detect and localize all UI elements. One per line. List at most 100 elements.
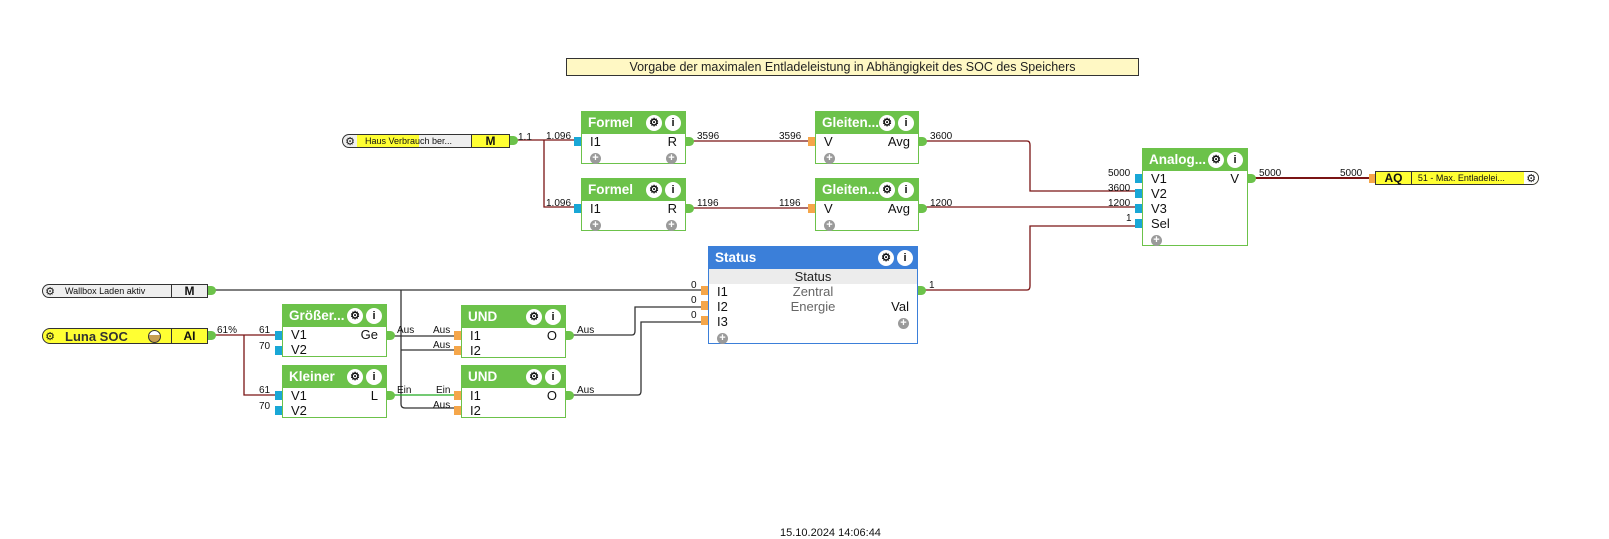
input-pin[interactable]: [1135, 189, 1142, 198]
output-pin[interactable]: [686, 137, 694, 146]
output-pin[interactable]: [1248, 174, 1256, 183]
add-output-icon[interactable]: +: [666, 220, 677, 231]
input-type: AI: [171, 329, 207, 343]
input-label: I3: [717, 314, 728, 329]
input-pin[interactable]: [454, 391, 461, 400]
input-label: V1: [291, 388, 307, 403]
output-pin[interactable]: [208, 331, 216, 340]
wire-value: 3596: [697, 131, 720, 142]
output-pin[interactable]: [387, 331, 395, 340]
wire-value: Aus: [577, 325, 595, 336]
input-pin[interactable]: [275, 391, 282, 400]
input-pin[interactable]: [701, 286, 708, 295]
gear-icon[interactable]: ⚙: [45, 330, 55, 343]
output-max-entladeleistung[interactable]: AQ 51 - Max. Entladelei... ⚙: [1375, 171, 1539, 185]
gear-icon[interactable]: ⚙: [879, 182, 895, 198]
input-pin[interactable]: [1369, 174, 1376, 183]
wire-value: 5000: [1340, 168, 1363, 179]
wire-value: 1: [1126, 213, 1132, 224]
add-input-icon[interactable]: +: [824, 153, 835, 164]
add-input-icon[interactable]: +: [1151, 235, 1162, 246]
gear-icon[interactable]: ⚙: [878, 250, 894, 266]
input-luna-soc[interactable]: ⚙ Luna SOC AI: [42, 328, 208, 344]
output-pin[interactable]: [566, 391, 574, 400]
info-icon[interactable]: i: [665, 182, 681, 198]
input-label: I2: [717, 299, 728, 314]
input-pin[interactable]: [574, 137, 581, 146]
gear-icon[interactable]: ⚙: [45, 285, 55, 298]
block-title: UND: [468, 369, 498, 384]
input-pin[interactable]: [808, 204, 815, 213]
gear-icon[interactable]: ⚙: [1208, 152, 1224, 168]
block-title: Gleiten...: [822, 182, 880, 197]
input-label: V: [824, 134, 833, 149]
info-icon[interactable]: i: [898, 182, 914, 198]
input-pin[interactable]: [701, 301, 708, 310]
add-output-icon[interactable]: +: [666, 153, 677, 164]
input-pin[interactable]: [1135, 174, 1142, 183]
wire-value: 1196: [779, 198, 801, 209]
gear-icon[interactable]: ⚙: [526, 369, 542, 385]
comment-box[interactable]: Vorgabe der maximalen Entladeleistung in…: [566, 58, 1139, 76]
wire-value: 1.096: [546, 131, 572, 142]
input-pin[interactable]: [454, 331, 461, 340]
gear-icon[interactable]: ⚙: [347, 369, 363, 385]
wire-gleiten1-analog: [925, 140, 1138, 192]
gear-icon[interactable]: ⚙: [879, 115, 895, 131]
gear-icon[interactable]: ⚙: [646, 182, 662, 198]
input-pin[interactable]: [454, 346, 461, 355]
wire-value: 0: [691, 295, 697, 306]
gear-icon[interactable]: ⚙: [347, 308, 363, 324]
input-pin[interactable]: [808, 137, 815, 146]
input-wallbox-laden-aktiv[interactable]: ⚙ Wallbox Laden aktiv M: [42, 284, 208, 298]
gear-icon[interactable]: ⚙: [345, 135, 355, 148]
add-input-icon[interactable]: +: [717, 333, 728, 344]
input-pin[interactable]: [275, 406, 282, 415]
gear-icon[interactable]: ⚙: [526, 309, 542, 325]
info-icon[interactable]: i: [1227, 152, 1243, 168]
output-pin[interactable]: [919, 137, 927, 146]
input-pin[interactable]: [701, 316, 708, 325]
output-pin[interactable]: [387, 391, 395, 400]
input-pin[interactable]: [275, 346, 282, 355]
info-icon[interactable]: i: [545, 369, 561, 385]
input-pin[interactable]: [454, 406, 461, 415]
wire-value: Aus: [397, 325, 415, 336]
input-pin[interactable]: [1135, 204, 1142, 213]
info-icon[interactable]: i: [665, 115, 681, 131]
block-title: Kleiner: [289, 369, 335, 384]
add-input-icon[interactable]: +: [590, 220, 601, 231]
add-output-icon[interactable]: +: [898, 318, 909, 329]
gear-icon[interactable]: ⚙: [646, 115, 662, 131]
input-pin[interactable]: [275, 331, 282, 340]
info-icon[interactable]: i: [898, 115, 914, 131]
info-icon[interactable]: i: [366, 308, 382, 324]
info-icon[interactable]: i: [897, 250, 913, 266]
output-pin[interactable]: [919, 204, 927, 213]
input-pin[interactable]: [1135, 219, 1142, 228]
output-pin[interactable]: [686, 204, 694, 213]
output-pin[interactable]: [208, 286, 216, 295]
info-icon[interactable]: i: [366, 369, 382, 385]
gear-icon[interactable]: ⚙: [1524, 172, 1538, 185]
wire-value: Aus: [433, 325, 451, 336]
output-pin[interactable]: [918, 286, 926, 295]
output-pin[interactable]: [510, 136, 518, 145]
input-pin[interactable]: [574, 204, 581, 213]
add-input-icon[interactable]: +: [824, 220, 835, 231]
info-icon[interactable]: i: [545, 309, 561, 325]
add-input-icon[interactable]: +: [590, 153, 601, 164]
input-haus-verbrauch[interactable]: ⚙ Haus Verbrauch ber... M: [342, 134, 510, 148]
output-pin[interactable]: [566, 331, 574, 340]
wire-value: 3600: [1108, 183, 1131, 194]
